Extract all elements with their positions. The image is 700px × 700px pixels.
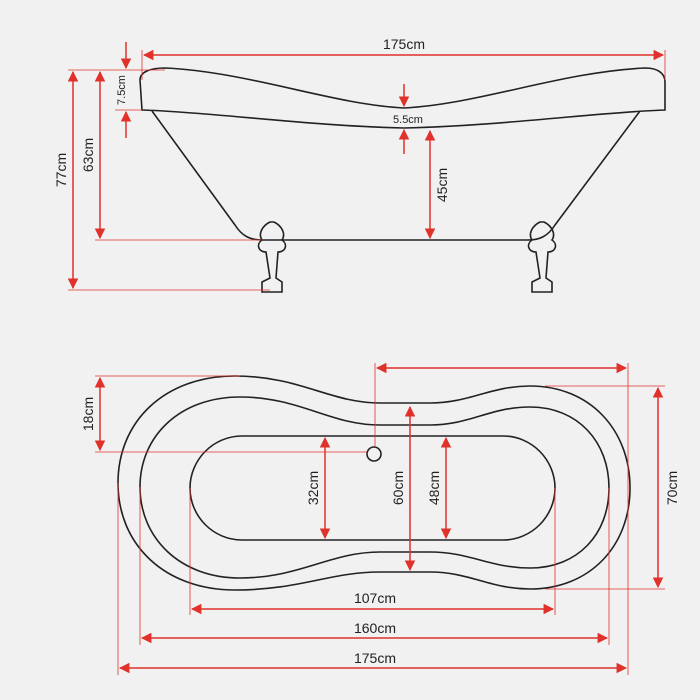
label-outer-length: 175cm (354, 650, 396, 666)
label-middle-length: 160cm (354, 620, 396, 636)
basin-outline (189, 435, 556, 541)
label-inner-width: 32cm (305, 471, 321, 505)
label-length-side: 175cm (383, 36, 425, 52)
label-basin-width: 48cm (426, 471, 442, 505)
label-drain-offset: 18cm (80, 397, 96, 431)
label-center-rim: 5.5cm (393, 114, 423, 126)
label-outer-width: 70cm (664, 471, 680, 505)
tub-rim (139, 67, 666, 129)
label-inner-length: 107cm (354, 590, 396, 606)
claw-foot-left (257, 221, 287, 293)
label-middle-width: 60cm (390, 471, 406, 505)
side-view: 175cm 77cm 63cm 7.5cm 5.5cm 45cm (53, 36, 666, 293)
outer-outline (117, 375, 631, 591)
rim-inner-outline (139, 396, 610, 579)
label-rim-height: 63cm (80, 138, 96, 172)
claw-foot-right (527, 221, 557, 293)
plan-view: 18cm 32cm 60cm 48cm 70cm 107cm 160cm 175… (80, 362, 680, 675)
drain-hole (366, 446, 382, 462)
label-total-height: 77cm (53, 153, 69, 187)
label-rim-thickness: 7.5cm (116, 75, 128, 105)
label-body-depth: 45cm (434, 168, 450, 202)
tub-body (151, 110, 641, 241)
